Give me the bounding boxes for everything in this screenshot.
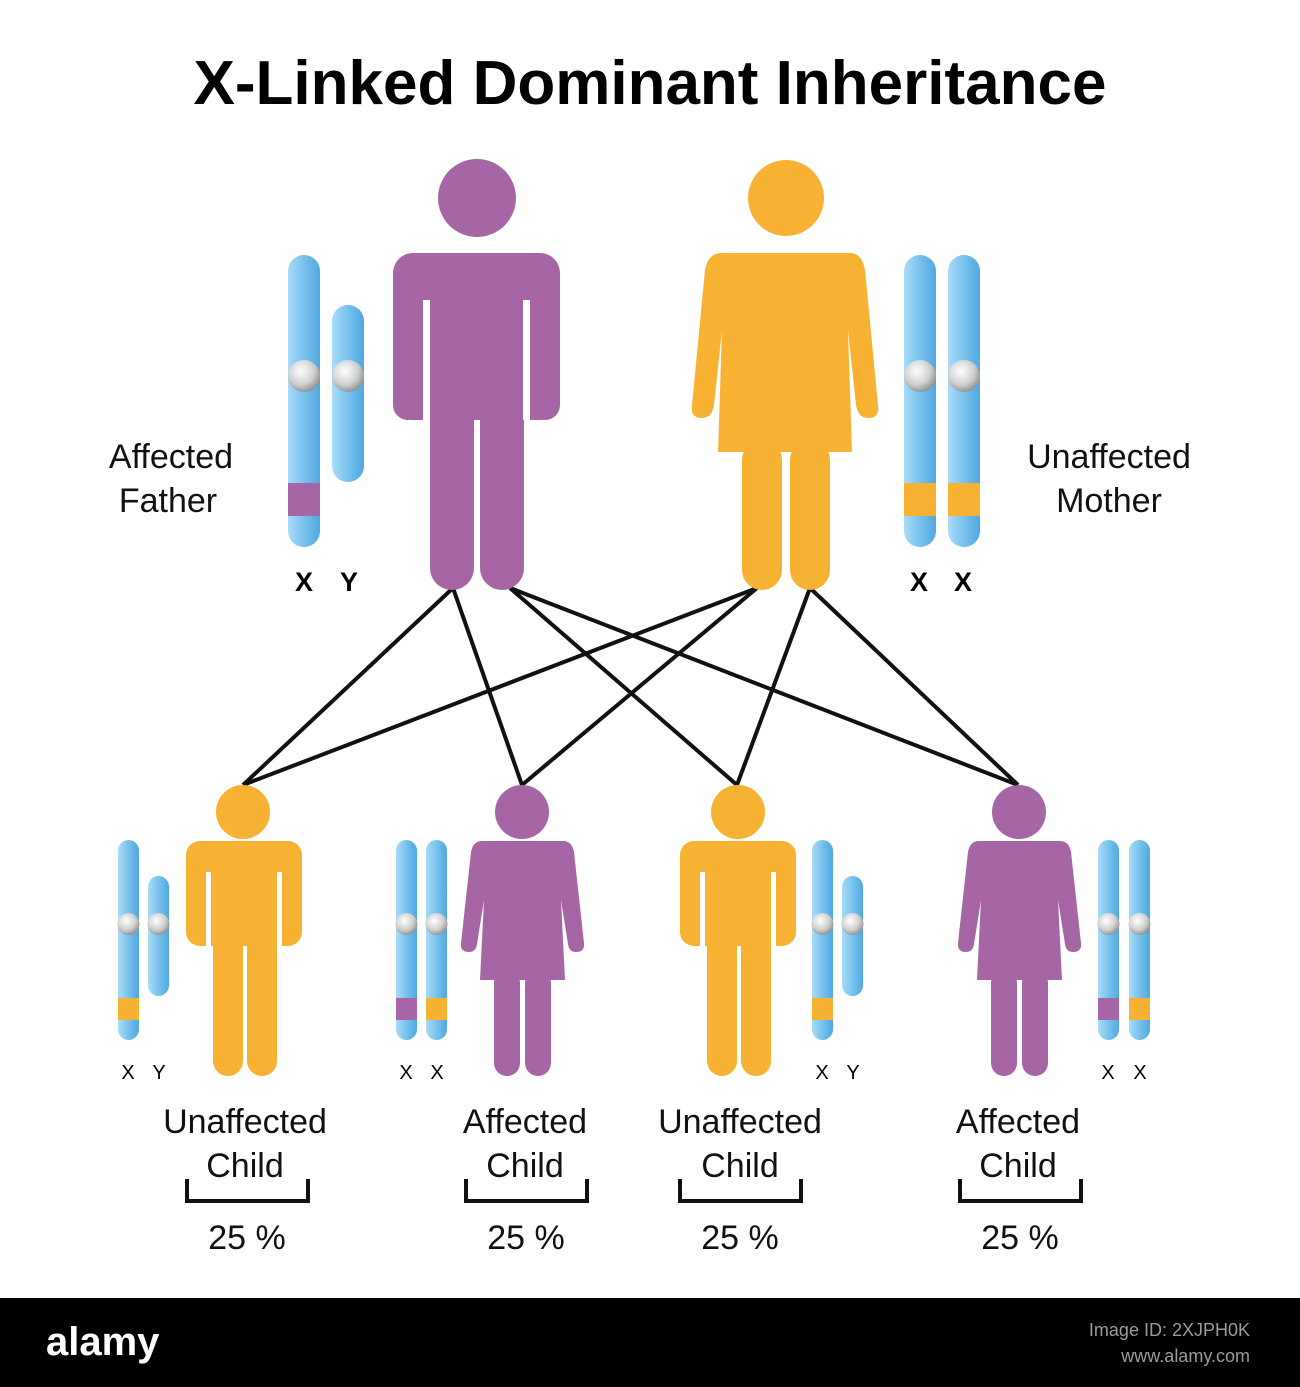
mother-label-line2: Mother: [1056, 482, 1162, 520]
child2-label-line1: Affected: [463, 1103, 587, 1141]
child1-y-chromosome: [148, 876, 169, 996]
child4-chromosomes: X X: [1097, 840, 1151, 1084]
line-father-child2: [451, 587, 524, 786]
child1-percent: 25 %: [208, 1219, 286, 1257]
child2-chrom-label-1: X: [399, 1062, 412, 1084]
mother-chromosomes: X X: [904, 255, 980, 597]
mother-x2-band: [948, 483, 980, 516]
child3-label-line1: Unaffected: [658, 1103, 822, 1141]
child1-head: [216, 785, 270, 839]
child2-x2-chromosome: [426, 840, 447, 1040]
mother-x2-chromosome: [948, 255, 980, 547]
child3-label-line2: Child: [701, 1147, 778, 1185]
father-chrom-label-2: Y: [340, 567, 358, 597]
line-mother-child1: [242, 586, 758, 787]
child3-percent: 25 %: [701, 1219, 779, 1257]
child4-x2-band: [1129, 998, 1150, 1020]
child4-percent: 25 %: [981, 1219, 1059, 1257]
child2-chrom-label-2: X: [430, 1062, 443, 1084]
inheritance-lines: [241, 586, 1020, 787]
child4-x1-affected-band: [1098, 998, 1119, 1020]
child3-bracket: [678, 1179, 803, 1203]
mother-x1-band: [904, 483, 936, 516]
mother-figure: [691, 160, 879, 590]
footer-bar: [0, 1298, 1300, 1387]
child3-y-chromosome: [842, 876, 863, 996]
child4-label-line1: Affected: [956, 1103, 1080, 1141]
line-father-child1: [241, 586, 455, 787]
child3-figure: [680, 785, 796, 1076]
diagram-title: X-Linked Dominant Inheritance: [194, 49, 1107, 118]
line-mother-child4: [808, 586, 1020, 787]
child1-figure: [186, 785, 302, 1076]
father-figure: [393, 159, 560, 590]
child3-chrom-label-1: X: [815, 1062, 828, 1084]
mother-x1-chromosome: [904, 255, 936, 547]
child1-chromosomes: X Y: [117, 840, 170, 1084]
child3-x-band: [812, 998, 833, 1020]
child1-chrom-label-1: X: [121, 1062, 134, 1084]
father-x-centromere: [288, 360, 320, 392]
child1-bracket: [185, 1179, 310, 1203]
child2-x2-band: [426, 998, 447, 1020]
child1-torso: [186, 841, 302, 946]
mother-label-line1: Unaffected: [1027, 438, 1191, 476]
child4-dress: [957, 841, 1082, 980]
child1-x-band: [118, 998, 139, 1020]
child2-figure: [460, 785, 585, 1076]
father-x-chromosome: [288, 255, 320, 547]
father-chromosomes: X Y: [288, 255, 364, 597]
child2-head: [495, 785, 549, 839]
father-label-line1: Affected: [109, 438, 233, 476]
line-father-child3: [508, 586, 739, 787]
mother-left-leg: [742, 440, 782, 590]
child2-bracket: [464, 1179, 589, 1203]
father-label-line2: Father: [119, 482, 217, 520]
child3-chrom-label-2: Y: [846, 1062, 859, 1084]
father-y-chromosome: [332, 305, 364, 482]
child4-figure: [957, 785, 1082, 1076]
child2-percent: 25 %: [487, 1219, 565, 1257]
child2-label-line2: Child: [486, 1147, 563, 1185]
child4-chrom-label-2: X: [1133, 1062, 1146, 1084]
child4-label-line2: Child: [979, 1147, 1056, 1185]
father-head: [438, 159, 516, 237]
father-right-leg: [480, 330, 524, 590]
child3-x-chromosome: [812, 840, 833, 1040]
mother-right-leg: [790, 440, 830, 590]
line-father-child4: [509, 586, 1019, 787]
mother-dress: [691, 253, 879, 452]
child2-dress: [460, 841, 585, 980]
mother-x2-centromere: [948, 360, 980, 392]
footer-image-id: Image ID: 2XJPH0K: [1089, 1320, 1250, 1340]
child1-label-line2: Child: [206, 1147, 283, 1185]
child3-head: [711, 785, 765, 839]
father-y-centromere: [332, 360, 364, 392]
footer-url: www.alamy.com: [1120, 1346, 1250, 1366]
child4-head: [992, 785, 1046, 839]
child4-x2-chromosome: [1129, 840, 1150, 1040]
child3-chromosomes: X Y: [811, 840, 864, 1084]
line-mother-child2: [520, 586, 759, 787]
mother-x1-centromere: [904, 360, 936, 392]
line-mother-child3: [735, 587, 812, 786]
child4-x1-chromosome: [1098, 840, 1119, 1040]
child4-chrom-label-1: X: [1101, 1062, 1114, 1084]
father-left-leg: [430, 330, 474, 590]
father-chrom-label-1: X: [295, 567, 313, 597]
father-x-affected-band: [288, 483, 320, 516]
child1-x-chromosome: [118, 840, 139, 1040]
child2-chromosomes: X X: [395, 840, 448, 1084]
footer-brand-logo: alamy: [46, 1320, 160, 1364]
mother-chrom-label-1: X: [910, 567, 928, 597]
child1-chrom-label-2: Y: [152, 1062, 165, 1084]
child3-torso: [680, 841, 796, 946]
mother-chrom-label-2: X: [954, 567, 972, 597]
child1-label-line1: Unaffected: [163, 1103, 327, 1141]
child2-x1-chromosome: [396, 840, 417, 1040]
child2-x1-affected-band: [396, 998, 417, 1020]
mother-head: [748, 160, 824, 236]
child4-bracket: [958, 1179, 1083, 1203]
